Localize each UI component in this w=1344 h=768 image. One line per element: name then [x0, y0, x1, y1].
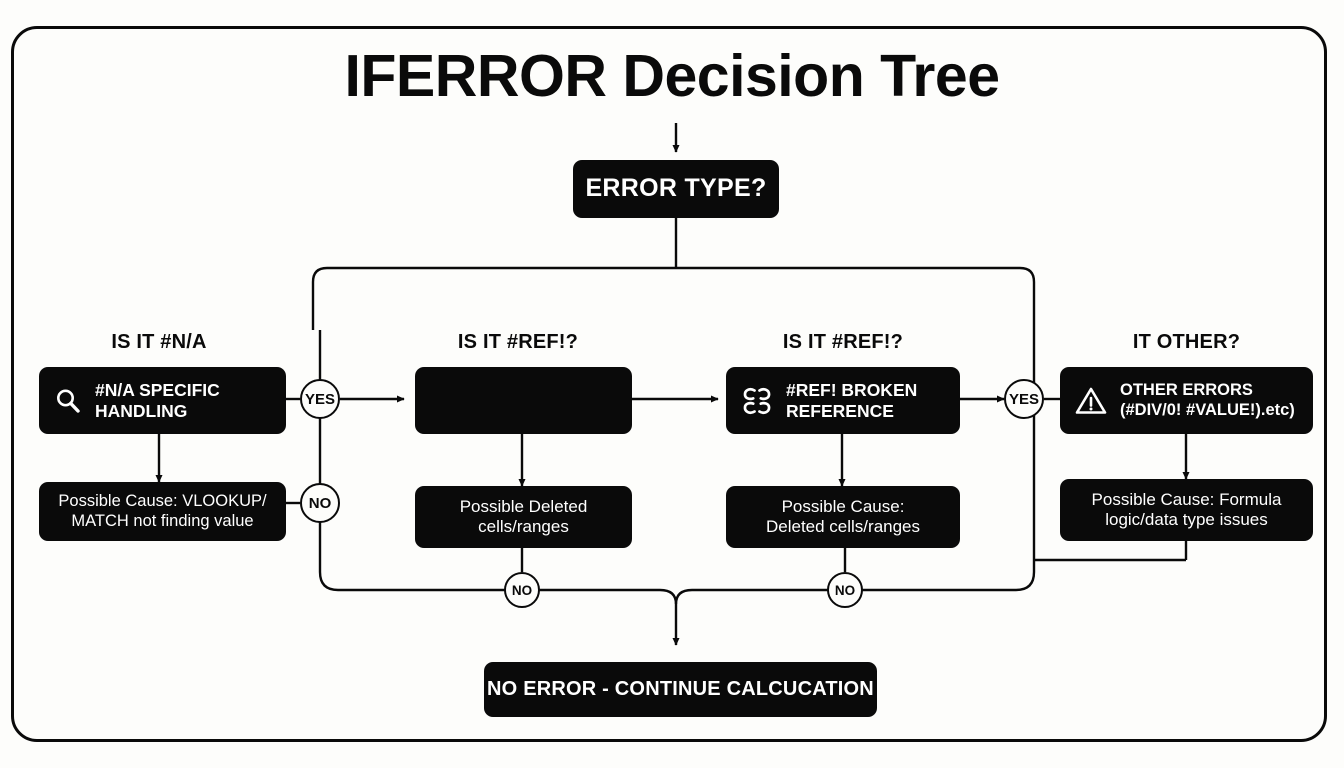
connector-no-bottom-right-label: NO: [834, 582, 856, 598]
column-header-na: IS IT #N/A: [111, 331, 207, 353]
node-other-errors[interactable]: OTHER ERRORS (#DIV/0! #VALUE!).etc): [1060, 367, 1313, 434]
node-na-cause-label: Possible Cause: VLOOKUP/ MATCH not findi…: [58, 492, 266, 531]
page-title: IFERROR Decision Tree: [344, 43, 1000, 109]
broken-link-icon: [740, 385, 774, 417]
connector-yes-left-label: YES: [304, 390, 335, 408]
root-node-label: ERROR TYPE?: [585, 174, 767, 203]
connector-no-left-label: NO: [308, 494, 332, 512]
node-other-errors-label: OTHER ERRORS (#DIV/0! #VALUE!).etc): [1120, 381, 1295, 420]
node-ref-broken-reference[interactable]: #REF! BROKEN REFERENCE: [726, 367, 960, 434]
node-na-cause-line2: MATCH not finding value: [71, 511, 254, 530]
node-ref-broken-line2: REFERENCE: [786, 400, 894, 421]
node-other-cause-line2: logic/data type issues: [1105, 510, 1268, 529]
node-na-cause[interactable]: Possible Cause: VLOOKUP/ MATCH not findi…: [39, 482, 286, 541]
node-other-errors-line1: OTHER ERRORS: [1120, 381, 1253, 400]
node-ref-broken-line1: #REF! BROKEN: [786, 379, 918, 400]
connector-no-bottom-left-label: NO: [511, 582, 533, 598]
node-ref-empty[interactable]: [415, 367, 632, 434]
connector-no-bottom-left[interactable]: NO: [504, 572, 540, 608]
node-other-errors-line2: (#DIV/0! #VALUE!).etc): [1120, 400, 1295, 419]
node-other-cause-line1: Possible Cause: Formula: [1091, 489, 1282, 509]
connector-yes-left[interactable]: YES: [300, 379, 340, 419]
node-ref-broken-cause-line2: Deleted cells/ranges: [765, 517, 921, 536]
node-na-label-line1: #N/A SPECIFIC: [95, 379, 220, 400]
node-ref-broken-cause[interactable]: Possible Cause: Deleted cells/ranges: [726, 486, 960, 548]
node-ref-deleted-cause[interactable]: Possible Deleted cells/ranges: [415, 486, 632, 548]
connector-yes-right[interactable]: YES: [1004, 379, 1044, 419]
node-other-cause-label: Possible Cause: Formula logic/data type …: [1092, 490, 1282, 530]
column-header-ref-2: IS IT #REF!?: [782, 331, 904, 353]
node-na-cause-line1: Possible Cause: VLOOKUP/: [58, 492, 267, 511]
terminal-node-no-error[interactable]: NO ERROR - CONTINUE CALCUCATION: [484, 662, 877, 717]
connector-no-left[interactable]: NO: [300, 483, 340, 523]
magnifier-icon: [53, 386, 83, 416]
node-ref-deleted-cause-label: Possible Deleted cells/ranges: [460, 497, 588, 537]
node-na-label: #N/A SPECIFIC HANDLING: [95, 380, 220, 421]
column-header-other: IT OTHER?: [1132, 331, 1241, 353]
warning-triangle-icon: [1074, 385, 1108, 417]
root-node-error-type[interactable]: ERROR TYPE?: [573, 160, 779, 218]
connector-yes-right-label: YES: [1008, 390, 1039, 408]
node-other-cause[interactable]: Possible Cause: Formula logic/data type …: [1060, 479, 1313, 541]
column-header-ref-1: IS IT #REF!?: [457, 331, 579, 353]
node-ref-broken-cause-line1: Possible Cause:: [781, 496, 905, 516]
node-ref-broken-cause-label: Possible Cause: Deleted cells/ranges: [766, 497, 920, 537]
connector-no-bottom-right[interactable]: NO: [827, 572, 863, 608]
terminal-node-label: NO ERROR - CONTINUE CALCUCATION: [487, 677, 874, 700]
node-na-specific-handling[interactable]: #N/A SPECIFIC HANDLING: [39, 367, 286, 434]
node-ref-deleted-line1: Possible Deleted: [459, 496, 588, 516]
node-ref-deleted-line2: cells/ranges: [478, 517, 569, 536]
node-ref-broken-label: #REF! BROKEN REFERENCE: [786, 380, 917, 421]
node-na-label-line2: HANDLING: [95, 400, 188, 421]
